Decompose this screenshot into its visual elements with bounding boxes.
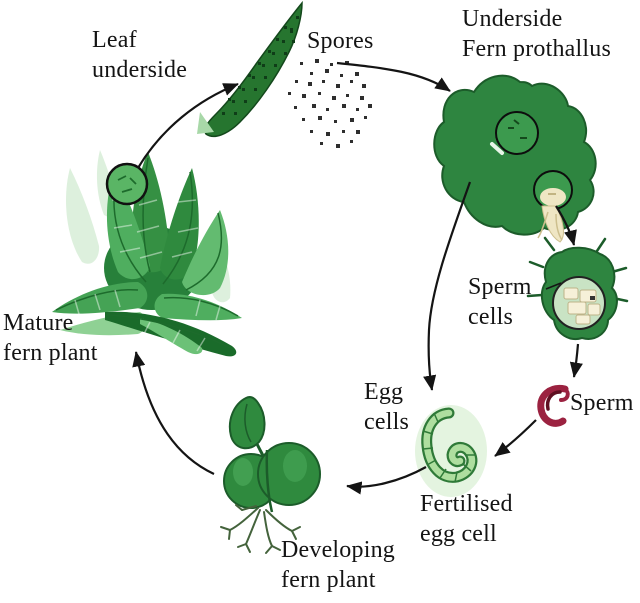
arrow-magnifier-to-leaf [137,82,239,169]
label-underside-fern-prothallus: Underside Fern prothallus [462,6,611,62]
arrow-sperm-to-egg [494,419,537,457]
label-developing-fern-plant: Developing fern plant [281,537,395,593]
fertilised-egg-cell-illustration [415,405,487,497]
label-egg-cells: Egg cells [364,379,409,435]
label-leaf-underside: Leaf underside [92,27,188,83]
magnifier-circle-archegonia [495,111,539,155]
sperm-cell-grid [563,287,601,325]
arrow-prothallus-to-egg-cells [423,181,472,391]
arrow-egg-to-developing-plant [346,466,427,495]
fern-prothallus-illustration [433,74,597,243]
sperm-illustration [537,384,570,427]
spores-dots [288,59,372,148]
label-spores: Spores [307,28,374,54]
magnifier-circle-leaf [105,162,149,206]
label-sperm: Sperm [570,390,634,416]
arrow-spores-to-prothallus [336,61,451,92]
arrow-prothallus-to-sperm-cells [555,205,577,246]
label-mature-fern-plant: Mature fern plant [3,310,98,366]
developing-fern-plant-illustration [220,396,321,554]
arrow-developing-to-mature [132,351,215,475]
label-fertilised-egg-cell: Fertilised egg cell [420,491,513,547]
arrow-sperm-cells-to-sperm [569,343,583,378]
label-sperm-cells: Sperm cells [468,274,532,330]
mature-fern-plant-illustration [52,150,242,357]
roots [220,504,301,554]
leaf-underside-illustration [197,0,303,138]
magnifier-circle-antheridia [533,170,573,210]
pointer-sperm-cells-label [545,282,562,290]
sperm-cells-illustration [526,236,629,340]
